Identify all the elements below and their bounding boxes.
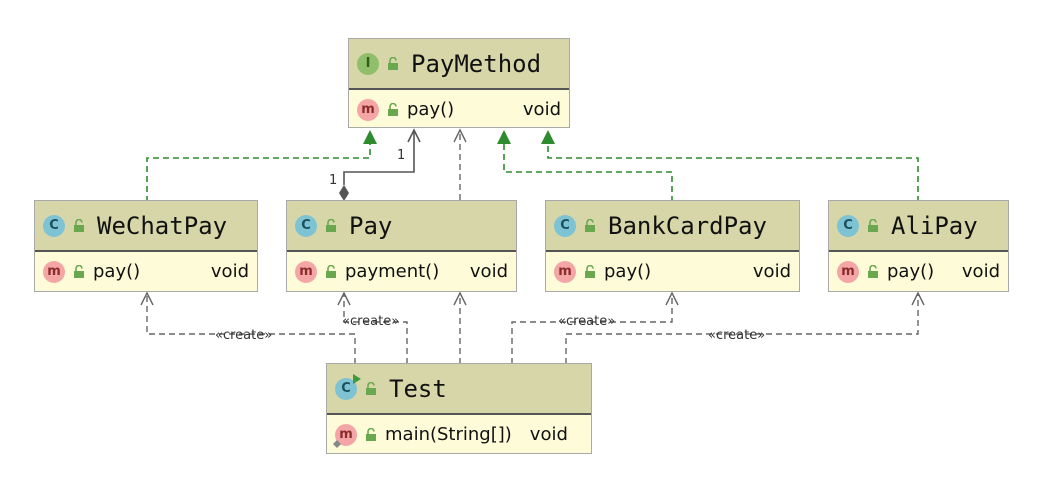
public-lock-icon xyxy=(868,264,878,278)
class-kind-letter: C xyxy=(341,381,351,396)
arrowhead-pay-dep-2 xyxy=(453,291,467,306)
run-triangle-icon xyxy=(353,373,361,384)
method-row[interactable]: m pay() void xyxy=(829,252,1008,291)
class-name: BankCardPay xyxy=(608,211,767,240)
method-return-type: void xyxy=(210,261,249,282)
class-box-alipay[interactable]: C AliPay m pay() void xyxy=(828,200,1009,292)
edge-test-creates-pay-1 xyxy=(343,293,408,364)
public-lock-icon xyxy=(366,427,376,441)
static-method-icon: m xyxy=(333,423,357,448)
static-marker-icon xyxy=(333,439,341,448)
realization-edges xyxy=(146,142,919,202)
method-name: main(String[]) xyxy=(385,424,512,445)
class-header: C BankCardPay xyxy=(546,201,799,252)
edge-bankcardpay-implements-paymethod xyxy=(503,142,673,202)
method-icon: m xyxy=(357,98,379,121)
method-name: pay() xyxy=(407,99,455,120)
arrowhead-bankcardpay xyxy=(497,130,511,144)
public-lock-icon xyxy=(74,264,84,278)
class-header: C Pay xyxy=(287,201,516,252)
method-row[interactable]: m main(String[]) void xyxy=(327,415,591,454)
dependency-arrowheads xyxy=(140,128,925,306)
class-icon: C xyxy=(43,214,65,237)
class-box-test[interactable]: C Test m main(String[]) void xyxy=(326,363,592,454)
class-header: C Test xyxy=(327,364,591,415)
method-name: pay() xyxy=(93,261,141,282)
public-lock-icon xyxy=(74,218,84,232)
method-icon: m xyxy=(295,260,317,283)
method-letter: m xyxy=(339,427,353,442)
class-box-wechatpay[interactable]: C WeChatPay m pay() void xyxy=(34,200,258,292)
public-lock-icon xyxy=(585,264,595,278)
class-header: I PayMethod xyxy=(349,39,569,90)
public-lock-icon xyxy=(868,218,878,232)
method-row[interactable]: m payment() void xyxy=(287,252,516,291)
edge-pay-aggregates-paymethod xyxy=(343,130,415,185)
edge-test-creates-bankcardpay xyxy=(511,293,673,364)
public-lock-icon xyxy=(326,264,336,278)
edge-test-creates-wechatpay xyxy=(146,293,356,364)
method-name: pay() xyxy=(887,261,935,282)
method-name: pay() xyxy=(604,261,652,282)
arrowhead-pay-dep-1 xyxy=(337,291,351,306)
edge-alipay-implements-paymethod xyxy=(547,142,919,202)
method-icon: m xyxy=(554,260,576,283)
method-return-type: void xyxy=(469,261,508,282)
class-name: Pay xyxy=(349,211,393,240)
class-header: C AliPay xyxy=(829,201,1008,252)
create-label-bankcardpay: «create» xyxy=(558,314,616,329)
arrowhead-wechatpay-dep xyxy=(140,291,154,306)
runnable-class-icon: C xyxy=(335,373,361,400)
method-icon: m xyxy=(43,260,65,283)
arrowhead-alipay-dep xyxy=(911,291,925,306)
interface-icon: I xyxy=(357,52,379,75)
public-lock-icon xyxy=(388,56,398,70)
arrowhead-aggregation xyxy=(407,128,421,143)
class-icon: C xyxy=(837,214,859,237)
class-header: C WeChatPay xyxy=(35,201,257,252)
multiplicity-target-label: 1 xyxy=(397,148,406,163)
public-lock-icon xyxy=(585,218,595,232)
class-name: Test xyxy=(389,374,447,403)
method-name: payment() xyxy=(345,261,440,282)
method-return-type: void xyxy=(961,261,1000,282)
edge-wechatpay-implements-paymethod xyxy=(146,142,371,202)
arrowhead-paymethod-dep xyxy=(453,128,467,143)
class-icon: C xyxy=(295,214,317,237)
class-name: WeChatPay xyxy=(97,211,228,240)
create-label-pay: «create» xyxy=(342,314,400,329)
method-return-type: void xyxy=(529,424,568,445)
arrowhead-alipay xyxy=(541,130,555,144)
class-name: AliPay xyxy=(891,211,978,240)
arrowhead-wechatpay xyxy=(363,130,377,144)
method-return-type: void xyxy=(522,99,561,120)
method-return-type: void xyxy=(752,261,791,282)
method-row[interactable]: m pay() void xyxy=(546,252,799,291)
create-label-wechatpay: «create» xyxy=(215,328,273,343)
public-lock-icon xyxy=(366,381,376,395)
public-lock-icon xyxy=(326,218,336,232)
multiplicity-source-label: 1 xyxy=(329,173,338,188)
class-box-bankcardpay[interactable]: C BankCardPay m pay() void xyxy=(545,200,800,292)
public-lock-icon xyxy=(388,102,398,116)
edge-test-creates-alipay xyxy=(565,293,919,364)
aggregation-diamond xyxy=(339,185,349,201)
method-row[interactable]: m pay() void xyxy=(35,252,257,291)
class-icon: C xyxy=(554,214,576,237)
class-box-paymethod[interactable]: I PayMethod m pay() void xyxy=(348,38,570,128)
realization-arrowheads xyxy=(363,130,555,144)
method-icon: m xyxy=(837,260,859,283)
create-label-alipay: «create» xyxy=(708,328,766,343)
method-row[interactable]: m pay() void xyxy=(349,90,569,129)
arrowhead-bankcardpay-dep xyxy=(665,291,679,306)
class-box-pay[interactable]: C Pay m payment() void xyxy=(286,200,517,292)
class-name: PayMethod xyxy=(411,49,542,78)
dependency-edges xyxy=(146,130,919,364)
